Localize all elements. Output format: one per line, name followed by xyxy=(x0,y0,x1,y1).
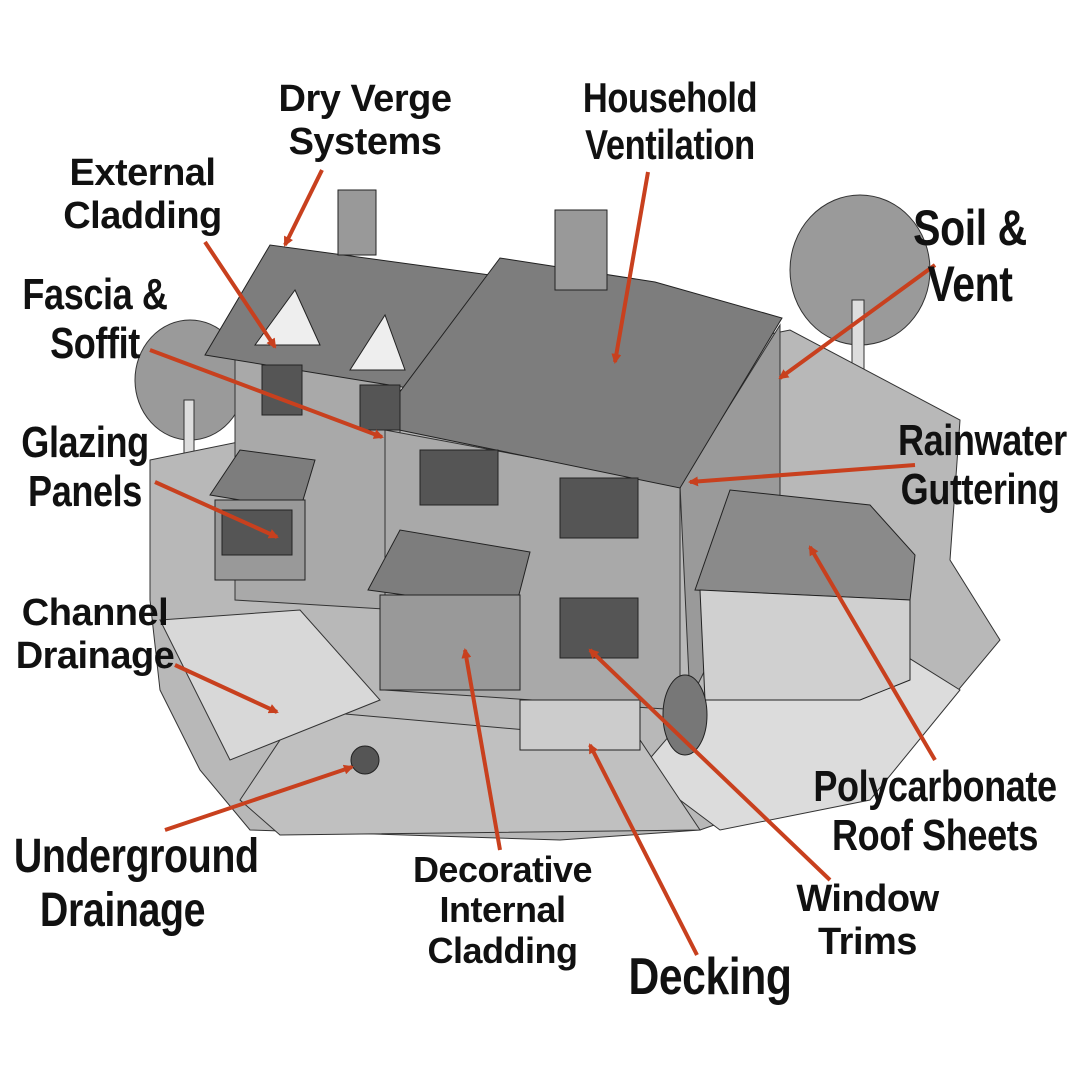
arrow-fascia-soffit xyxy=(149,348,384,439)
arrow-window-trims xyxy=(588,648,832,882)
arrow-channel-drainage xyxy=(174,663,279,714)
label-rainwater-guttering: Rainwater Guttering xyxy=(898,416,1067,515)
label-glazing-panels: Glazing Panels xyxy=(15,418,154,517)
label-decking: Decking xyxy=(628,948,792,1006)
label-soil-vent: Soil & Vent xyxy=(876,200,1065,312)
arrow-dry-verge xyxy=(283,169,324,247)
arrow-glazing-panels xyxy=(154,480,279,539)
label-polycarbonate: Polycarbonate Roof Sheets xyxy=(808,762,1062,861)
arrow-household-ventilation xyxy=(611,171,650,364)
label-line: Drainage xyxy=(39,883,206,937)
label-fascia-soffit: Fascia & Soffit xyxy=(17,270,173,369)
conservatory xyxy=(699,589,911,701)
label-line: Underground xyxy=(13,830,259,883)
label-line: Guttering xyxy=(900,465,1060,515)
label-line: Panels xyxy=(28,467,142,517)
dormer-left xyxy=(254,289,321,346)
water-butt xyxy=(662,674,708,756)
dormer-right xyxy=(349,313,406,371)
arrow-soil-vent xyxy=(778,263,937,380)
arrow-decking xyxy=(588,743,699,956)
label-line: Rainwater xyxy=(898,416,1067,465)
path xyxy=(159,609,381,761)
label-line: Dry Verge xyxy=(278,78,452,120)
label-line: Internal xyxy=(439,889,566,931)
drain-cover xyxy=(350,745,380,775)
label-line: Trims xyxy=(818,920,917,963)
arrow-decorative-cladding xyxy=(461,648,502,851)
label-dry-verge: Dry Verge Systems xyxy=(255,78,475,163)
label-line: Channel xyxy=(21,592,169,634)
label-external-cladding: External Cladding xyxy=(30,152,255,237)
label-line: Ventilation xyxy=(585,121,755,169)
chimney-right xyxy=(554,209,608,291)
tree-right xyxy=(789,194,931,371)
label-line: Drainage xyxy=(15,634,175,677)
label-decorative-cladding: Decorative Internal Cladding xyxy=(385,849,620,971)
decking-steps xyxy=(519,699,641,751)
label-line: Decorative xyxy=(412,849,593,890)
label-line: Soffit xyxy=(50,319,140,369)
label-line: Glazing xyxy=(21,418,149,467)
label-line: Polycarbonate xyxy=(813,762,1057,811)
arrow-polycarbonate xyxy=(808,545,937,762)
label-line: Decking xyxy=(628,948,792,1006)
arrow-external-cladding xyxy=(203,240,277,349)
label-underground-drainage: Underground Drainage xyxy=(13,830,259,938)
label-line: Soil & Vent xyxy=(913,200,1027,312)
label-line: Window xyxy=(796,878,939,920)
label-line: Household xyxy=(582,74,758,121)
front-bay xyxy=(379,594,521,691)
label-line: Fascia & xyxy=(22,270,168,319)
chimney-left xyxy=(337,189,377,256)
arrow-underground-drainage xyxy=(164,764,354,832)
label-line: Cladding xyxy=(63,194,222,237)
label-line: Cladding xyxy=(427,929,578,971)
label-channel-drainage: Channel Drainage xyxy=(5,592,185,677)
label-line: Systems xyxy=(288,120,442,163)
arrow-rainwater-guttering xyxy=(688,463,916,487)
label-line: Roof Sheets xyxy=(832,811,1038,861)
pointer-arrows xyxy=(149,169,937,956)
label-household-ventilation: Household Ventilation xyxy=(563,74,776,168)
label-window-trims: Window Trims xyxy=(765,878,970,963)
label-line: External xyxy=(69,152,216,194)
